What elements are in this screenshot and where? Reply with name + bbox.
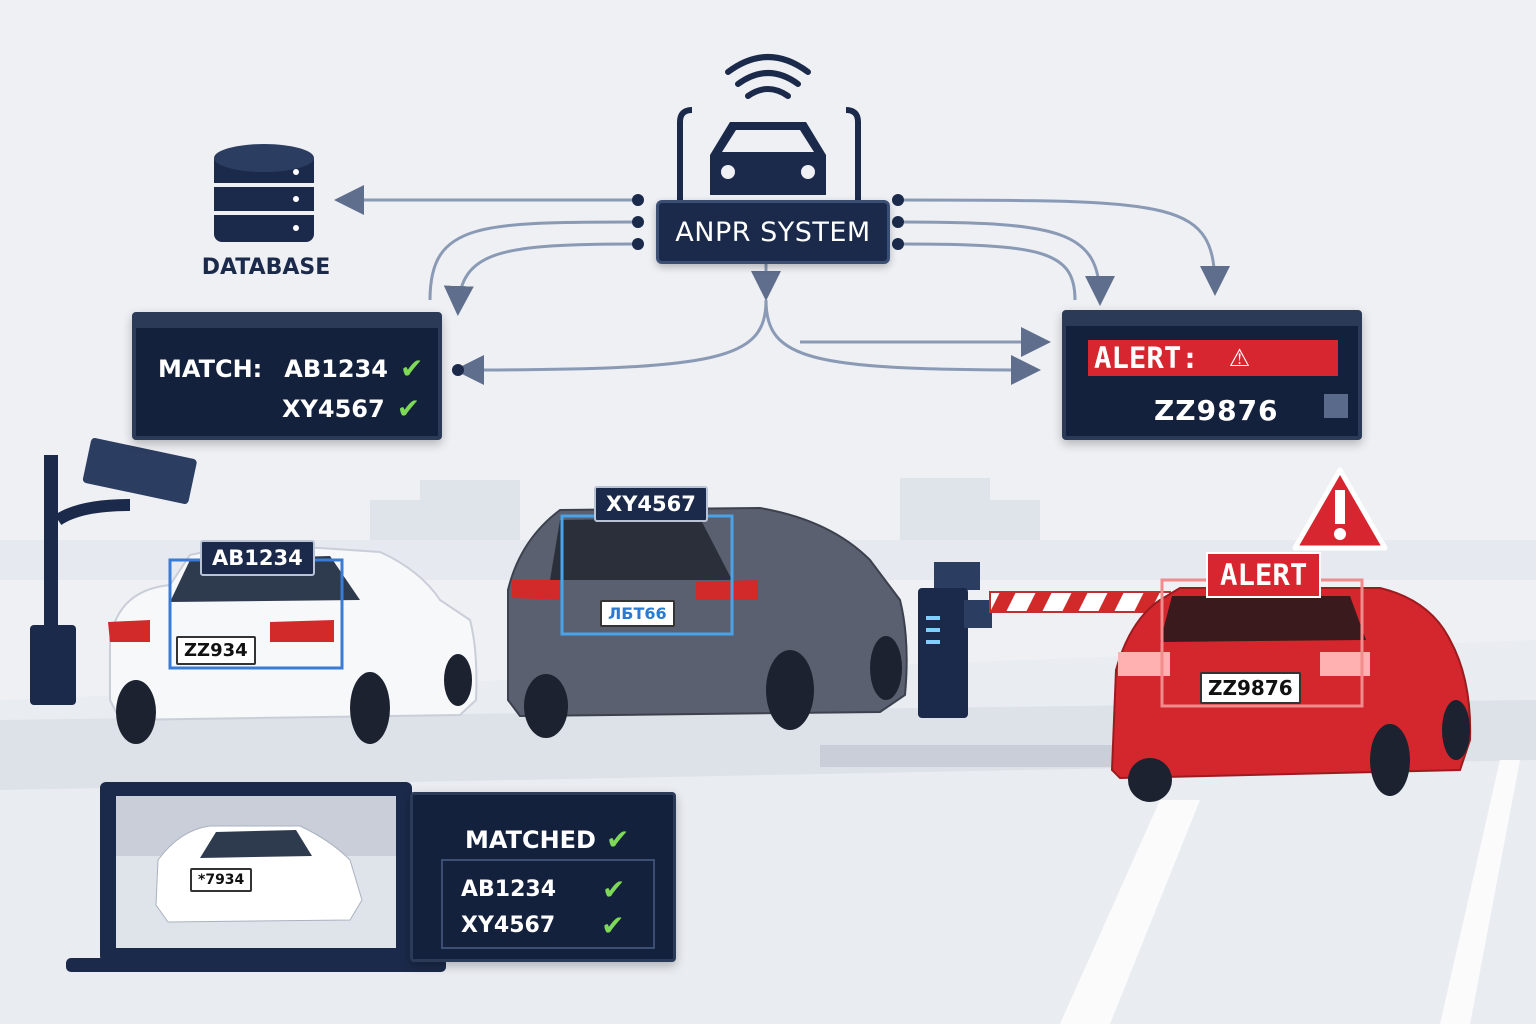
anpr-car-icon — [677, 107, 861, 200]
alert-plate: ZZ9876 — [1154, 394, 1279, 427]
match-plate-2: XY4567 — [282, 394, 385, 423]
red-car-alert-tag: ALERT — [1206, 552, 1322, 598]
match-plate-1: AB1234 — [284, 354, 388, 383]
laptop — [66, 782, 446, 972]
grey-car-tag: XY4567 — [594, 486, 708, 522]
wireless-signal-icon — [725, 54, 811, 99]
warning-icon: ⚠ — [1228, 344, 1251, 372]
alert-title: ALERT: — [1094, 341, 1199, 375]
check-icon: ✔ — [605, 823, 630, 856]
camera-icon — [30, 437, 197, 705]
status-square — [1324, 394, 1348, 418]
connectors — [334, 185, 1230, 385]
match-panel: MATCH: AB1234 ✔ XY4567 ✔ — [132, 312, 442, 440]
grey-suv — [507, 506, 908, 738]
connector-dots — [452, 194, 904, 376]
alert-panel: ALERT: ⚠ ZZ9876 — [1062, 310, 1362, 440]
matched-panel: MATCHED ✔ AB1234 ✔ XY4567 ✔ — [410, 792, 676, 962]
matched-plate-2: XY4567 — [461, 913, 556, 938]
check-icon: ✔ — [396, 392, 421, 425]
grey-car-plate: ЛБТ66 — [600, 600, 675, 627]
database-label: DATABASE — [201, 255, 331, 280]
warning-icon — [1292, 467, 1388, 551]
anpr-system-node: ANPR SYSTEM — [656, 200, 890, 264]
laptop-screen-plate: *7934 — [190, 868, 253, 892]
white-car-tag: AB1234 — [200, 540, 315, 576]
barrier-gate-icon — [918, 562, 1171, 718]
alert-panel-header — [1066, 314, 1358, 326]
matched-title: MATCHED — [465, 825, 596, 854]
check-icon: ✔ — [399, 352, 424, 385]
alert-banner: ALERT: ⚠ — [1088, 340, 1338, 376]
database-icon — [214, 144, 314, 242]
match-prefix: MATCH: — [158, 354, 263, 383]
match-panel-header — [136, 316, 438, 328]
white-car-plate: ZZ934 — [176, 636, 256, 665]
check-icon: ✔ — [602, 873, 626, 906]
matched-list: AB1234 ✔ XY4567 ✔ — [441, 859, 655, 949]
matched-plate-1: AB1234 — [461, 877, 557, 902]
check-icon: ✔ — [601, 909, 625, 942]
white-car — [108, 546, 478, 744]
red-car-plate: ZZ9876 — [1200, 672, 1301, 704]
